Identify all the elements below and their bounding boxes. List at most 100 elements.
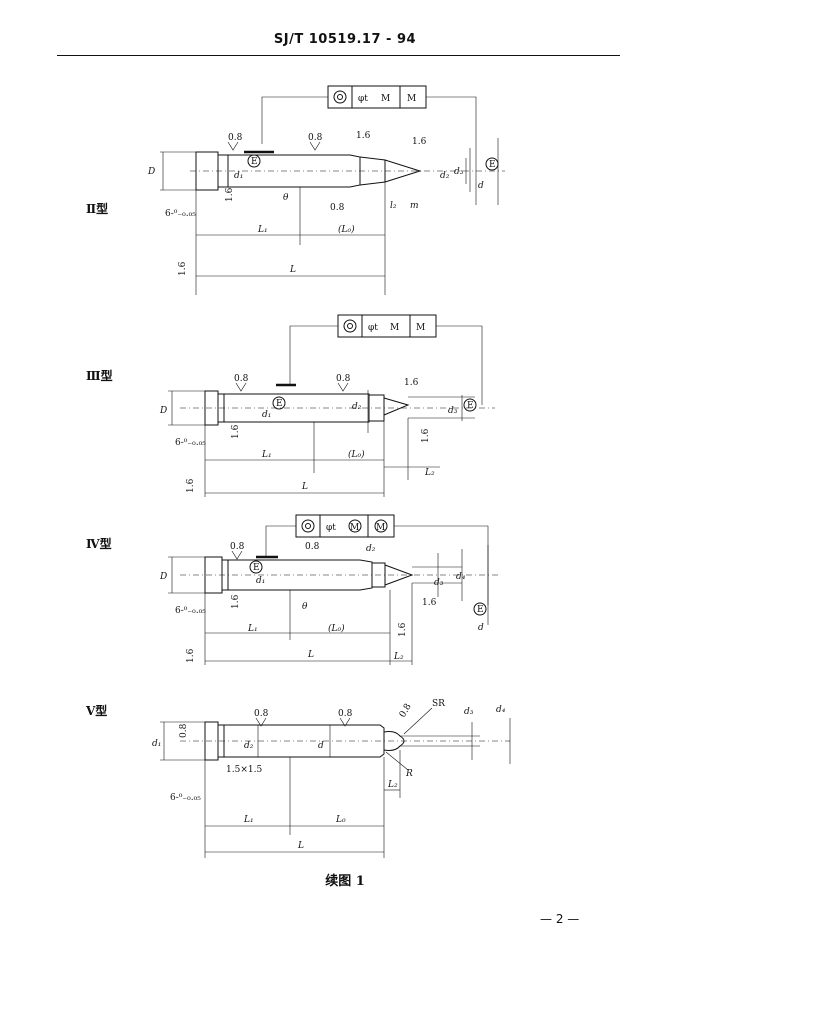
type2-drawing: φt M M D d₁ E d₃ d₂ d E L₁ (L₀) L l₂ m θ…: [147, 85, 505, 295]
type4-label: Ⅳ型: [86, 537, 112, 551]
type3-frame-tol: φt: [368, 323, 378, 333]
type4-frame-m1: M: [350, 523, 359, 533]
type2-dim-d3: d₃: [454, 167, 464, 177]
type2-rough-16d: 1.6: [178, 261, 188, 276]
type5-part: [180, 721, 510, 761]
type4-dim-d: d: [478, 623, 484, 633]
type2-dim-L0: (L₀): [338, 224, 355, 235]
type2-part: [190, 150, 505, 191]
type2-rough-16b: 1.6: [412, 137, 427, 147]
type2-dim-L1: L₁: [257, 225, 268, 235]
type2-dim-l2: l₂: [390, 201, 397, 211]
type4-dim-d4: d₄: [456, 572, 466, 582]
type2-dim-d2: d₂: [440, 171, 450, 181]
type4-dim-L2: L₂: [393, 652, 404, 662]
type2-envelope-2: E: [489, 160, 496, 170]
type4-rough-08a: 0.8: [230, 542, 245, 552]
type3-dim-L: L: [301, 482, 308, 492]
type2-frame-tol: φt: [358, 94, 368, 104]
type5-dim-R: R: [405, 769, 413, 779]
type3-tolerance-frame: φt M M: [289, 314, 483, 405]
type5-dim-d1: d₁: [152, 739, 161, 749]
type5-rough-08d: 0.8: [398, 702, 414, 720]
type3-rough-16d: 1.6: [186, 478, 196, 493]
type3-part: [180, 383, 495, 426]
page-number: — 2 —: [540, 912, 580, 926]
type3-dim-D: D: [159, 406, 167, 416]
type3-rough-16c: 1.6: [421, 428, 431, 443]
type2-dim-L: L: [289, 265, 296, 275]
type4-dim-D: D: [159, 572, 167, 582]
type5-dim-d3: d₃: [464, 707, 474, 717]
type4-part: [180, 555, 500, 594]
type5-rough-08c: 0.8: [338, 709, 353, 719]
type5-rough-08b: 0.8: [254, 709, 269, 719]
type4-dim-d1: d₁: [256, 576, 265, 586]
type4-frame-tol: φt: [326, 523, 336, 533]
type5-dim-L1: L₁: [243, 815, 254, 825]
type3-drawing: φt M M D d₁ E d₂ d₃ E L₁ (L₀) L₂ L 6-⁰₋₀…: [159, 314, 495, 497]
type4-rough-08b: 0.8: [305, 542, 320, 552]
type3-frame-m2: M: [416, 323, 425, 333]
type4-dim-L1: L₁: [247, 624, 258, 634]
standard-code: SJ/T 10519.17 - 94: [273, 32, 417, 47]
type2-envelope-1: E: [251, 157, 258, 167]
type4-head-tol: 6-⁰₋₀.₀₅: [175, 606, 206, 616]
type4-dim-L0: (L₀): [328, 623, 345, 634]
type2-dim-m: m: [410, 201, 419, 211]
type2-dimensions: D d₁ E d₃ d₂ d E L₁ (L₀) L l₂ m θ 6-⁰₋₀.…: [147, 131, 499, 295]
type2-dim-d: d: [478, 181, 484, 191]
type4-dim-L: L: [307, 650, 314, 660]
type3-rough-08b: 0.8: [336, 374, 351, 384]
type5-dim-d2: d₂: [244, 741, 254, 751]
type5-label: Ⅴ型: [86, 704, 108, 718]
type3-dim-d3: d₃: [448, 406, 458, 416]
type4-dim-d2: d₂: [366, 544, 376, 554]
type3-dim-L2: L₂: [424, 468, 435, 478]
type2-rough-08c: 0.8: [330, 203, 345, 213]
type5-drawing: d₁ d₂ d d₃ d₄ SR R 1.5×1.5 L₂ L₁ L₀ L 6-…: [152, 699, 511, 858]
type2-dim-D: D: [147, 167, 155, 177]
type2-label: Ⅱ型: [86, 202, 109, 216]
type3-rough-16b: 1.6: [231, 424, 241, 439]
type3-head-tol: 6-⁰₋₀.₀₅: [175, 438, 206, 448]
type2-rough-16a: 1.6: [356, 131, 371, 141]
type2-dim-d1: d₁: [234, 171, 243, 181]
type2-tolerance-frame: φt M M: [261, 85, 477, 205]
type2-frame-m2: M: [407, 94, 416, 104]
type4-rough-16d: 1.6: [186, 648, 196, 663]
type5-dim-L2: L₂: [387, 780, 398, 790]
type2-rough-08b: 0.8: [308, 133, 323, 143]
type5-chamfer: 1.5×1.5: [226, 765, 262, 775]
type2-head-tol: 6-⁰₋₀.₀₅: [165, 209, 196, 219]
type4-envelope-2: E: [477, 605, 484, 615]
type2-rough-08a: 0.8: [228, 133, 243, 143]
type4-rough-16c: 1.6: [398, 622, 408, 637]
type5-rough-08a: 0.8: [179, 723, 189, 738]
type2-dim-theta: θ: [283, 193, 289, 203]
type5-dim-d: d: [318, 741, 324, 751]
type3-dim-L1: L₁: [261, 450, 272, 460]
type4-dim-theta: θ: [302, 602, 308, 612]
type4-rough-16a: 1.6: [422, 598, 437, 608]
type5-dim-SR: SR: [432, 699, 445, 709]
type4-rough-16b: 1.6: [231, 594, 241, 609]
type2-frame-m1: M: [381, 94, 390, 104]
type4-envelope-1: E: [253, 563, 260, 573]
type4-frame-m2: M: [376, 523, 385, 533]
type3-dim-L0: (L₀): [348, 449, 365, 460]
type4-dim-d3: d₃: [434, 578, 444, 588]
type5-dimensions: d₁ d₂ d d₃ d₄ SR R 1.5×1.5 L₂ L₁ L₀ L 6-…: [152, 699, 511, 858]
type3-rough-16a: 1.6: [404, 378, 419, 388]
type3-dim-d2: d₂: [352, 402, 362, 412]
type2-rough-16c: 1.6: [225, 187, 235, 202]
type5-dim-L0: L₀: [335, 815, 346, 825]
figure-caption: 续图 1: [325, 874, 365, 889]
type3-frame-m1: M: [390, 323, 399, 333]
type3-dim-d1: d₁: [262, 410, 271, 420]
header-rule: [57, 55, 620, 56]
type4-drawing: φt M M D d₁ E d₂ d₃ d₄ d E θ L₁ (L₀) L: [159, 514, 500, 665]
type3-rough-08a: 0.8: [234, 374, 249, 384]
type3-envelope-2: E: [467, 401, 474, 411]
type5-head-tol: 6-⁰₋₀.₀₅: [170, 793, 201, 803]
